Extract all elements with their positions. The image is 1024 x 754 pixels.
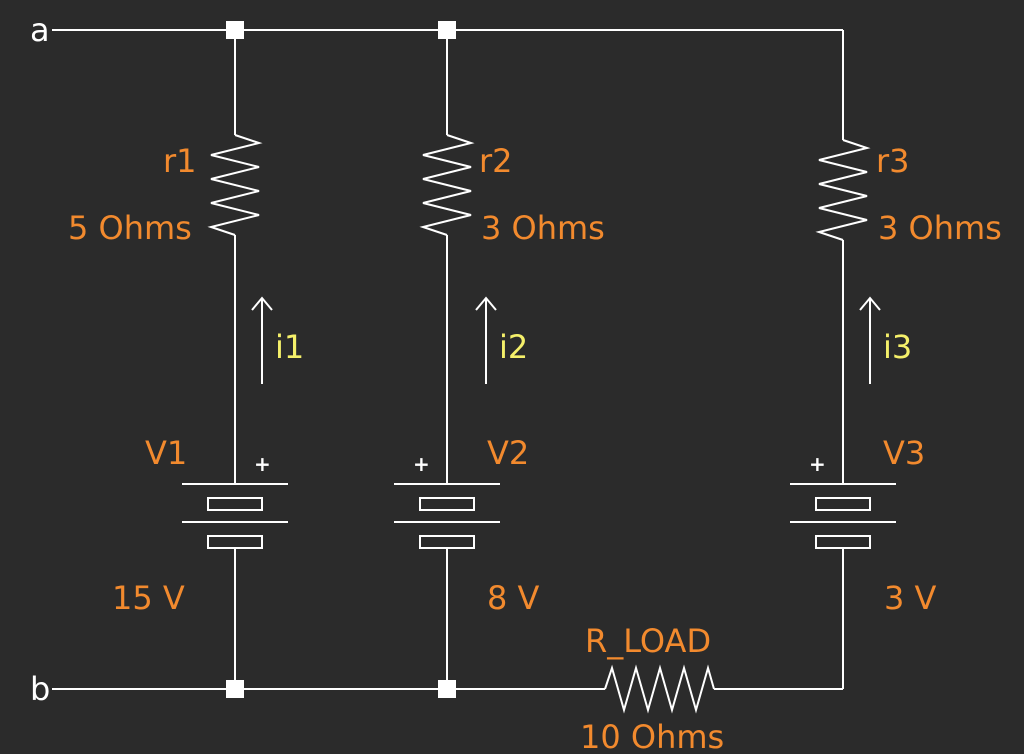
v1-value-label: 15 V (112, 579, 185, 617)
i2-arrow-head-icon (475, 296, 497, 311)
v1-plate-4 (207, 535, 263, 549)
r2-value-label: 3 Ohms (481, 209, 605, 247)
r-load-name-label: R_LOAD (585, 622, 711, 660)
v1-name-label: V1 (145, 434, 187, 472)
resistor-r1 (207, 134, 263, 236)
v1-polarity-label: + (254, 452, 271, 476)
junction-top-1 (226, 21, 244, 39)
r-load-value-label: 10 Ohms (580, 718, 724, 754)
r2-name-label: r2 (479, 142, 513, 180)
v3-polarity-label: + (809, 452, 826, 476)
junction-bottom-1 (226, 680, 244, 698)
r3-value-label: 3 Ohms (878, 209, 1002, 247)
v2-polarity-label: + (413, 452, 430, 476)
i1-arrow-head-icon (251, 296, 273, 311)
r1-name-label: r1 (163, 142, 197, 180)
v3-plate-4 (815, 535, 871, 549)
v2-plate-2 (419, 497, 475, 511)
junction-top-2 (438, 21, 456, 39)
junction-bottom-2 (438, 680, 456, 698)
resistor-r3 (815, 139, 871, 241)
r1-value-label: 5 Ohms (68, 209, 192, 247)
v1-plate-2 (207, 497, 263, 511)
node-label-a: a (30, 11, 50, 49)
i2-label: i2 (499, 328, 528, 366)
resistor-r-load (604, 664, 715, 714)
resistor-r2 (419, 134, 475, 236)
v3-plate-2 (815, 497, 871, 511)
v3-value-label: 3 V (884, 579, 937, 617)
v3-name-label: V3 (883, 434, 925, 472)
i3-label: i3 (883, 328, 912, 366)
r3-name-label: r3 (876, 142, 910, 180)
node-label-b: b (30, 670, 50, 708)
v2-name-label: V2 (487, 434, 529, 472)
v2-value-label: 8 V (487, 579, 540, 617)
i3-arrow-head-icon (859, 296, 881, 311)
v2-plate-4 (419, 535, 475, 549)
i1-label: i1 (275, 328, 304, 366)
